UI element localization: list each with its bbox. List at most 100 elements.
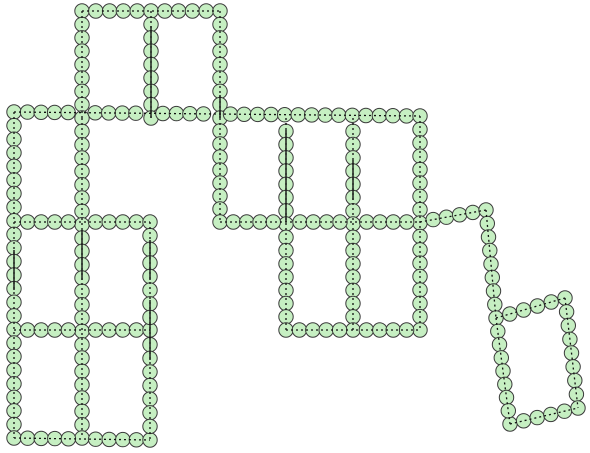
bead (19, 214, 36, 230)
bead (412, 242, 428, 258)
bead (128, 322, 145, 338)
bead (412, 121, 428, 138)
bead (560, 317, 576, 334)
bead (88, 3, 104, 19)
bead (115, 322, 131, 338)
bead (345, 242, 361, 259)
bead (6, 172, 22, 188)
bead (487, 296, 503, 313)
bead (278, 229, 294, 246)
bead (195, 106, 212, 122)
bead (484, 269, 500, 286)
bead (344, 107, 360, 124)
bead (385, 108, 401, 124)
bead (74, 123, 90, 140)
bead (6, 158, 22, 175)
bead (6, 308, 22, 324)
bead (19, 322, 36, 338)
bead (6, 226, 22, 243)
bead (142, 377, 158, 394)
bead (345, 309, 361, 325)
bead (412, 295, 428, 311)
bead (480, 229, 497, 245)
bead (291, 322, 308, 338)
bead (345, 123, 361, 140)
bead (278, 309, 294, 325)
bead (212, 56, 228, 73)
bead (74, 56, 90, 73)
bead (495, 363, 511, 379)
bead (567, 372, 583, 389)
bead (74, 323, 90, 339)
bead (425, 211, 441, 228)
bead (114, 105, 131, 121)
bead (60, 431, 77, 447)
bead (331, 107, 347, 123)
bead (6, 403, 22, 419)
bead (19, 430, 36, 446)
bead (515, 413, 532, 429)
bead (60, 214, 77, 230)
chain-overlay (495, 297, 566, 319)
bead (212, 123, 228, 139)
bead (502, 306, 518, 322)
bead (101, 105, 117, 121)
bead (212, 149, 228, 165)
bead (6, 362, 22, 378)
bead (6, 213, 22, 229)
bead (465, 204, 481, 221)
chain-overlay (509, 407, 579, 425)
bead (565, 359, 581, 375)
bead (225, 214, 242, 230)
bead (33, 214, 49, 230)
bead (128, 432, 145, 448)
bead (249, 106, 266, 123)
bead (6, 131, 22, 147)
bead (6, 348, 22, 365)
bead (278, 282, 294, 298)
bead (412, 322, 428, 338)
bead (115, 214, 131, 230)
bead (60, 104, 76, 121)
bead (278, 269, 294, 285)
bead (345, 203, 361, 219)
bead (412, 255, 428, 271)
bead (398, 108, 415, 124)
bead (263, 106, 279, 123)
bead (372, 322, 388, 338)
bead (74, 16, 90, 33)
bead (483, 256, 499, 272)
bead (490, 323, 506, 339)
bead (6, 416, 22, 433)
bead (479, 215, 495, 232)
bead (412, 282, 428, 298)
bead (33, 104, 49, 121)
bead (6, 117, 22, 134)
bead (74, 203, 90, 220)
bead (6, 321, 22, 337)
bead (212, 188, 228, 204)
bead (142, 391, 158, 407)
bead (529, 298, 546, 314)
bead (142, 364, 158, 380)
bead (345, 269, 361, 285)
bead (155, 105, 171, 122)
bead (142, 282, 158, 298)
bead (74, 163, 90, 180)
bead (198, 3, 214, 19)
bead (331, 322, 348, 338)
bead (305, 214, 321, 230)
bead (385, 214, 401, 230)
chain-overlay (419, 209, 487, 223)
bead (529, 409, 545, 426)
bead (278, 242, 294, 259)
bead (265, 214, 281, 230)
bead (74, 96, 90, 113)
bead (543, 294, 559, 310)
bead (345, 229, 361, 246)
bead (33, 322, 49, 338)
bead (412, 161, 428, 178)
bead (558, 304, 575, 320)
bead (33, 430, 49, 447)
